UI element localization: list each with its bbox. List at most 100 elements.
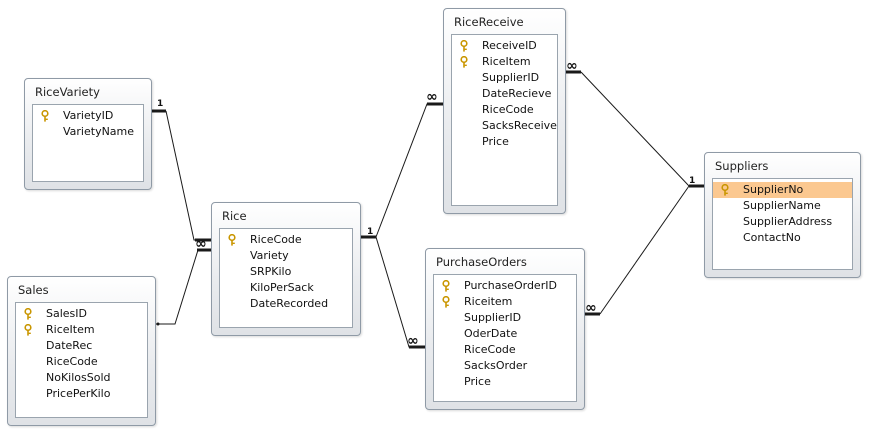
field-row[interactable]: VarietyID: [33, 108, 143, 124]
field-row[interactable]: OderDate: [434, 326, 576, 342]
cardinality-one-label: 1: [157, 99, 163, 109]
field-name: Riceitem: [464, 295, 513, 308]
field-row[interactable]: PurchaseOrderID: [434, 278, 576, 294]
cardinality-many-label: ∞: [407, 333, 419, 349]
field-row[interactable]: Price: [452, 134, 557, 150]
field-row[interactable]: RiceItem: [16, 322, 147, 338]
field-row[interactable]: SalesID: [16, 306, 147, 322]
field-name: RiceCode: [464, 343, 516, 356]
table-ricevariety[interactable]: RiceVariety VarietyID VarietyName: [24, 78, 152, 190]
primary-key-icon: [41, 110, 49, 122]
field-row[interactable]: ContactNo: [713, 230, 852, 246]
field-name: SupplierNo: [743, 183, 804, 196]
table-title: Sales: [18, 283, 49, 297]
primary-key-icon: [442, 280, 450, 292]
field-name: SupplierID: [482, 71, 540, 84]
table-purchaseorders[interactable]: PurchaseOrders PurchaseOrderID Riceitem …: [425, 248, 585, 410]
table-sales[interactable]: Sales SalesID RiceItem DateRec RiceCode …: [7, 276, 156, 426]
field-name: ReceiveID: [482, 39, 537, 52]
field-list[interactable]: SalesID RiceItem DateRec RiceCode NoKilo…: [15, 302, 148, 418]
cardinality-one-label: 1: [367, 227, 373, 237]
field-name: PricePerKilo: [46, 387, 111, 400]
field-name: Variety: [250, 249, 289, 262]
field-row[interactable]: RiceCode: [452, 102, 557, 118]
field-row[interactable]: RiceItem: [452, 54, 557, 70]
field-name: RiceCode: [250, 233, 302, 246]
field-name: OderDate: [464, 327, 518, 340]
field-row[interactable]: SupplierAddress: [713, 214, 852, 230]
field-name: SupplierID: [464, 311, 522, 324]
relationship-sales-rice[interactable]: [155, 248, 211, 326]
primary-key-icon: [228, 234, 236, 246]
field-row[interactable]: RiceCode: [434, 342, 576, 358]
field-row[interactable]: DateRecieve: [452, 86, 557, 102]
field-name: KiloPerSack: [250, 281, 314, 294]
field-list[interactable]: ReceiveID RiceItem SupplierID DateReciev…: [451, 34, 558, 206]
cardinality-many-label: ∞: [195, 236, 207, 252]
primary-key-icon: [442, 296, 450, 308]
field-name: SalesID: [46, 307, 87, 320]
field-row[interactable]: SacksReceive: [452, 118, 557, 134]
field-row[interactable]: SRPKilo: [220, 264, 352, 280]
field-name: SupplierName: [743, 199, 821, 212]
field-row[interactable]: RiceCode: [16, 354, 147, 370]
field-name: DateRec: [46, 339, 93, 352]
field-row[interactable]: VarietyName: [33, 124, 143, 140]
field-row[interactable]: DateRecorded: [220, 296, 352, 312]
field-name: RiceItem: [482, 55, 531, 68]
field-row[interactable]: SupplierID: [434, 310, 576, 326]
table-title: Rice: [222, 209, 247, 223]
field-name: ContactNo: [743, 231, 801, 244]
primary-key-icon: [460, 40, 468, 52]
field-name: Price: [464, 375, 491, 388]
field-row[interactable]: DateRec: [16, 338, 147, 354]
cardinality-one-label: 1: [689, 176, 695, 186]
primary-key-icon: [721, 184, 729, 196]
field-row[interactable]: SupplierName: [713, 198, 852, 214]
table-rice[interactable]: Rice RiceCode Variety SRPKilo KiloPerSac…: [211, 202, 361, 336]
relationship-purchaseorders-suppliers[interactable]: ∞: [584, 185, 690, 316]
field-name: RiceItem: [46, 323, 95, 336]
field-row[interactable]: PricePerKilo: [16, 386, 147, 402]
field-name: PurchaseOrderID: [464, 279, 557, 292]
relationship-ricereceive-suppliers[interactable]: ∞ 1: [565, 58, 705, 188]
field-row[interactable]: ReceiveID: [452, 38, 557, 54]
field-list[interactable]: RiceCode Variety SRPKilo KiloPerSack Dat…: [219, 228, 353, 328]
field-name: DateRecorded: [250, 297, 329, 310]
field-name: SacksOrder: [464, 359, 528, 372]
table-title: Suppliers: [715, 159, 769, 173]
cardinality-many-label: ∞: [566, 58, 578, 74]
field-row[interactable]: SupplierID: [452, 70, 557, 86]
relationship-ricevariety-rice[interactable]: 1 ∞: [150, 99, 211, 252]
field-row[interactable]: NoKilosSold: [16, 370, 147, 386]
field-list[interactable]: PurchaseOrderID Riceitem SupplierID Oder…: [433, 274, 577, 402]
table-ricereceive[interactable]: RiceReceive ReceiveID RiceItem SupplierI…: [443, 8, 566, 214]
field-list[interactable]: VarietyID VarietyName: [32, 104, 144, 182]
field-list[interactable]: SupplierNo SupplierName SupplierAddress …: [712, 178, 853, 270]
field-name: SRPKilo: [250, 265, 292, 278]
table-title: PurchaseOrders: [436, 255, 527, 269]
field-name: RiceCode: [46, 355, 98, 368]
field-row[interactable]: Price: [434, 374, 576, 390]
field-row[interactable]: KiloPerSack: [220, 280, 352, 296]
table-title: RiceReceive: [454, 15, 524, 29]
field-row-selected[interactable]: SupplierNo: [713, 182, 852, 198]
field-name: VarietyName: [63, 125, 135, 138]
table-suppliers[interactable]: Suppliers SupplierNo SupplierName Suppli…: [704, 152, 861, 278]
field-name: NoKilosSold: [46, 371, 111, 384]
cardinality-many-label: ∞: [585, 300, 597, 316]
field-name: RiceCode: [482, 103, 534, 116]
field-name: Price: [482, 135, 509, 148]
primary-key-icon: [24, 324, 32, 336]
primary-key-icon: [24, 308, 32, 320]
field-row[interactable]: RiceCode: [220, 232, 352, 248]
field-name: VarietyID: [63, 109, 114, 122]
relationship-rice-purchaseorders[interactable]: ∞: [375, 236, 425, 349]
primary-key-icon: [460, 56, 468, 68]
table-title: RiceVariety: [35, 85, 100, 99]
field-row[interactable]: SacksOrder: [434, 358, 576, 374]
field-row[interactable]: Variety: [220, 248, 352, 264]
relationship-rice-ricereceive[interactable]: 1 ∞: [360, 89, 443, 239]
field-row[interactable]: Riceitem: [434, 294, 576, 310]
